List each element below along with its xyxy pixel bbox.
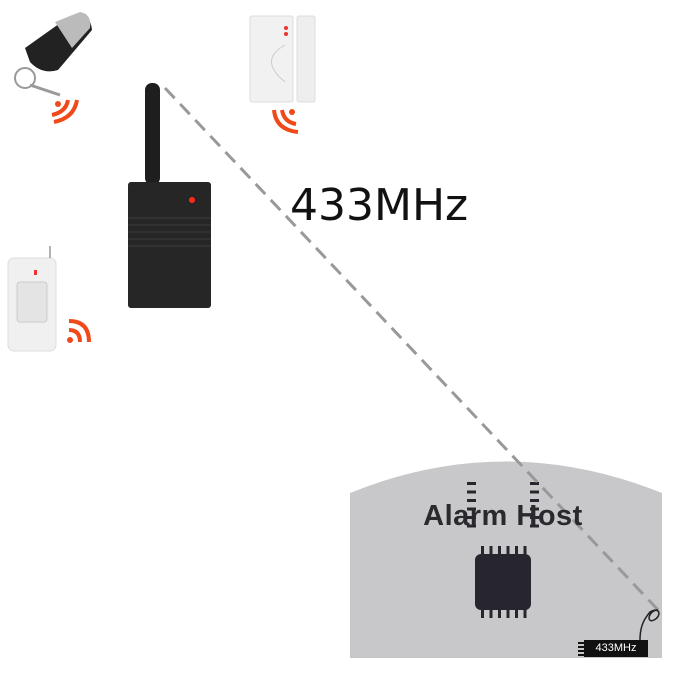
module-pin <box>578 642 585 644</box>
remote-keyfob-icon <box>14 12 92 97</box>
repeater-device <box>128 83 211 308</box>
chip-pin <box>467 490 476 494</box>
pir-sensor-icon <box>7 246 57 352</box>
frequency-label: 433MHz <box>290 180 469 231</box>
chip-pin <box>506 546 510 555</box>
chip-pin <box>523 546 527 555</box>
chip-pin <box>506 609 510 618</box>
chip-pin <box>489 609 493 618</box>
chip-pin <box>515 546 518 555</box>
signal-waves-icon <box>51 99 79 124</box>
chip-icon <box>467 482 539 618</box>
coil-antenna-icon <box>639 609 660 641</box>
module-pin <box>578 654 585 656</box>
module-pin <box>578 646 585 648</box>
chip-pin <box>498 609 501 618</box>
chip-pin <box>498 546 501 555</box>
chip-pin <box>467 499 476 502</box>
chip-pin <box>467 507 476 511</box>
chip-pin <box>467 524 476 528</box>
chip-pin <box>523 609 527 618</box>
chip-pin <box>489 546 493 555</box>
chip-pin <box>530 499 539 502</box>
chip-pin <box>530 490 539 494</box>
chip-pin <box>467 482 476 485</box>
module-pin <box>578 650 585 652</box>
chip-pin <box>481 546 484 555</box>
signal-waves-icon <box>67 319 91 343</box>
door-sensor-icon <box>249 15 316 103</box>
chip-pin <box>481 609 484 618</box>
chip-pin <box>530 507 539 511</box>
chip-pin <box>530 482 539 485</box>
chip-pin <box>515 609 518 618</box>
wireless-link-line <box>163 86 662 614</box>
chip-pin <box>467 516 476 519</box>
chip-pin <box>530 516 539 519</box>
rf-module-badge: 433MHz <box>584 640 648 657</box>
alarm-host-title: Alarm Host <box>423 500 583 532</box>
signal-waves-icon <box>272 109 299 134</box>
chip-pin <box>530 524 539 528</box>
